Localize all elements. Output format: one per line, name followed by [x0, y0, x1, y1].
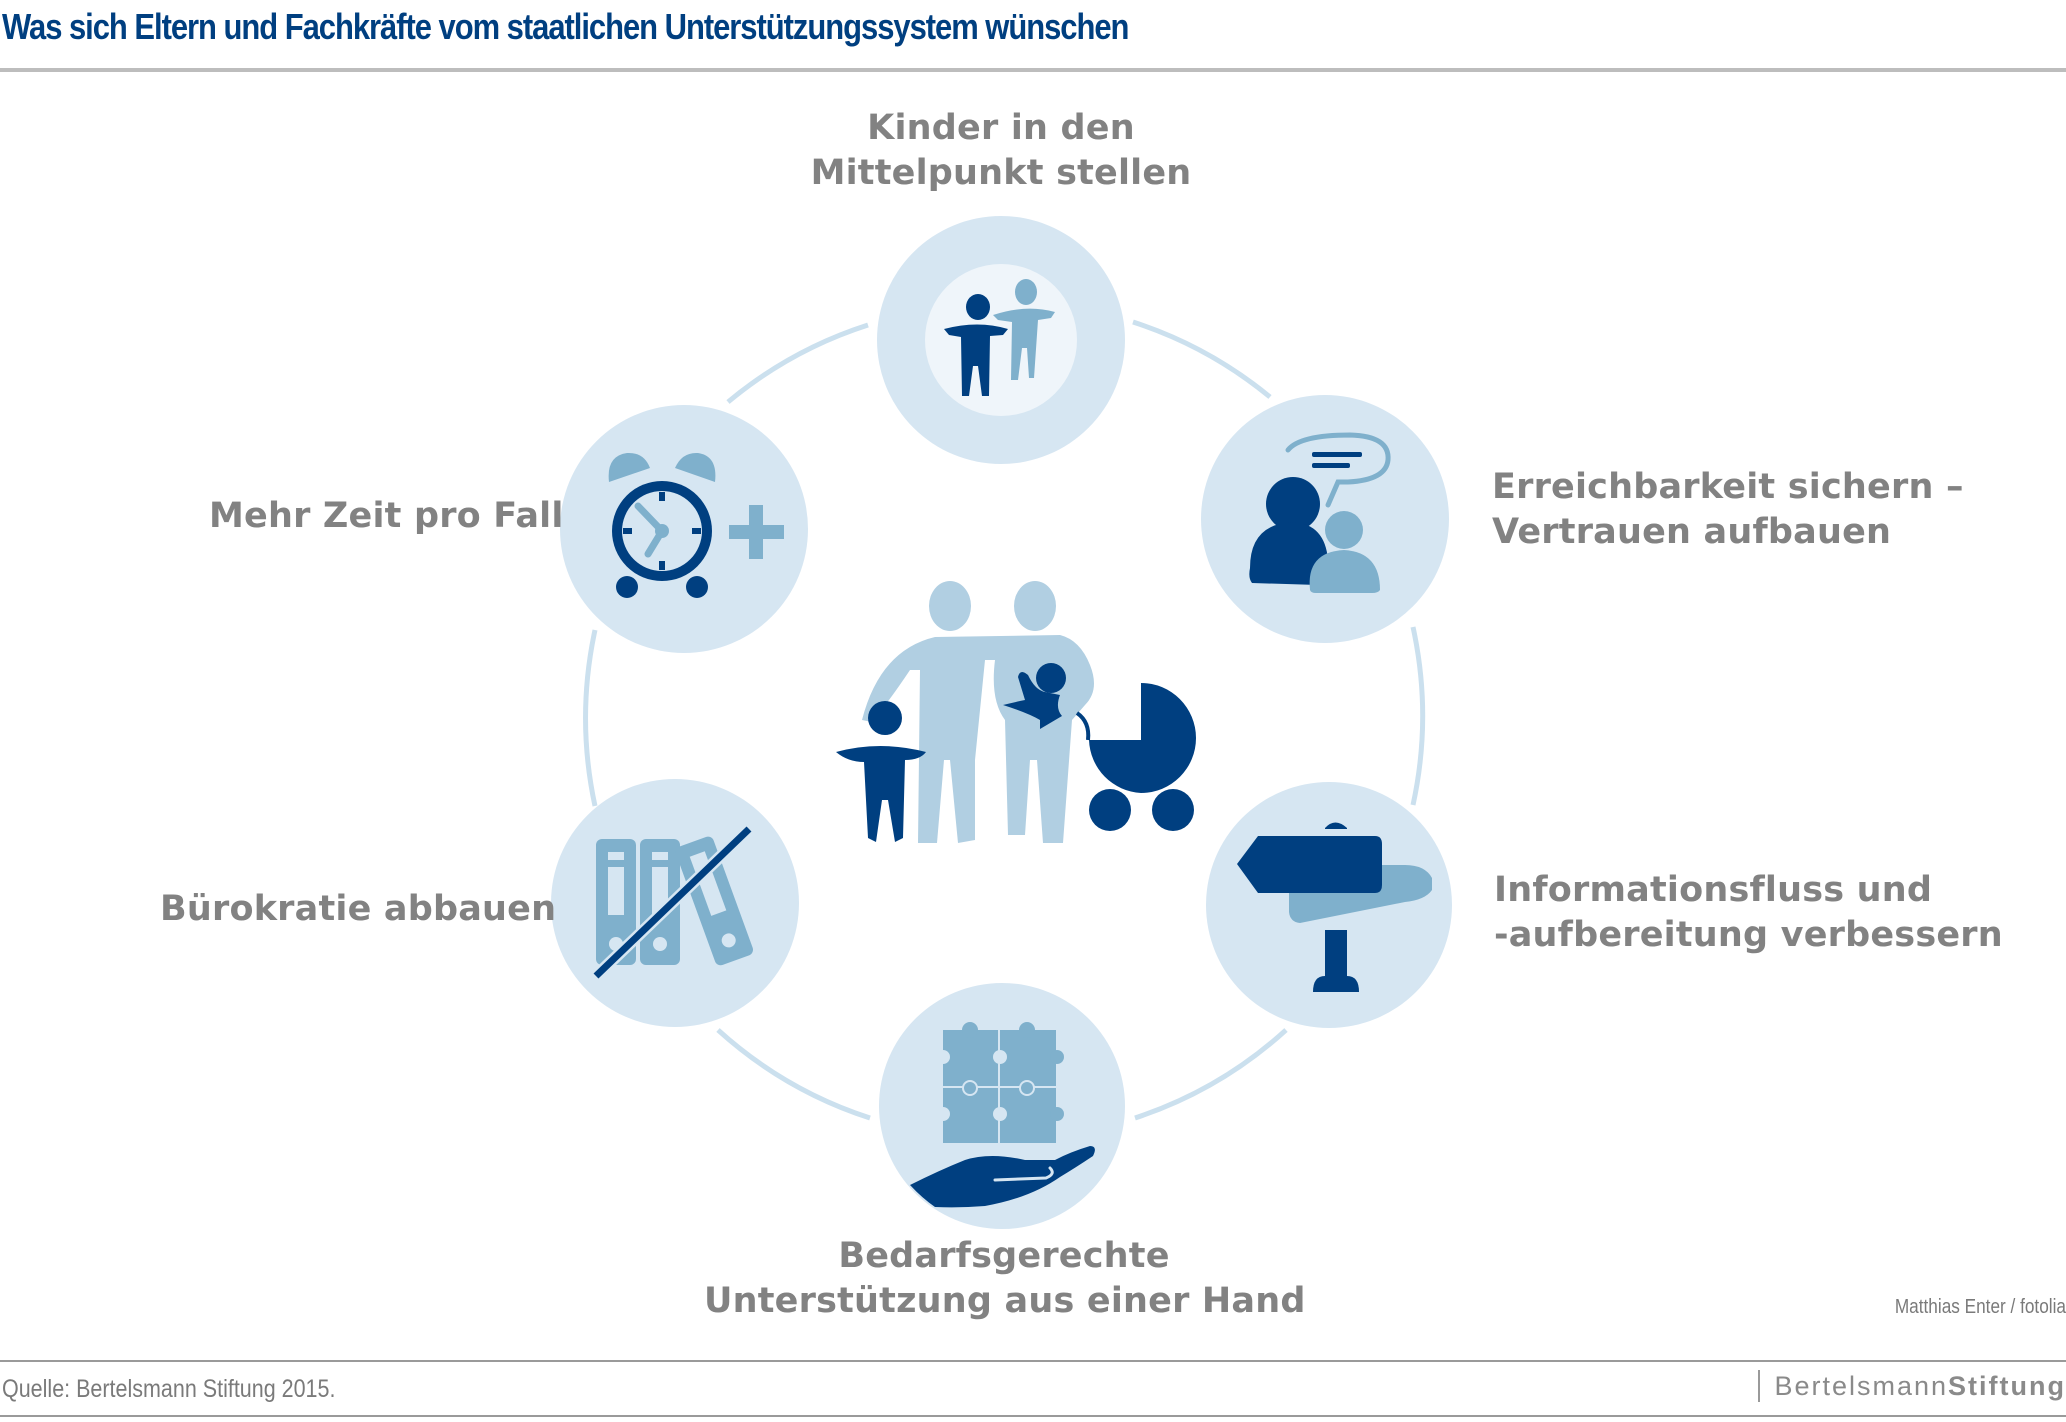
logo-bold-text: Stiftung — [1948, 1370, 2066, 1401]
family-with-stroller-icon — [836, 581, 1196, 843]
photo-credit: Matthias Enter / fotolia — [1894, 1296, 2066, 1318]
label-zeit: Mehr Zeit pro Fall — [209, 496, 564, 536]
logo-divider — [1758, 1370, 1761, 1402]
label-erreichbarkeit: Erreichbarkeit sichern – Vertrauen aufba… — [1492, 467, 1964, 552]
crossed-out-binders-icon — [591, 824, 754, 981]
bertelsmann-logo: Bertelsmann Stiftung — [1758, 1370, 2066, 1402]
conversation-people-icon — [1249, 432, 1391, 593]
node-kinder — [877, 216, 1125, 464]
alarm-clock-plus-icon — [608, 452, 784, 598]
node-buerokratie — [551, 779, 799, 1027]
page-title: Was sich Eltern und Fachkräfte vom staat… — [2, 6, 1129, 47]
hand-icon — [910, 1146, 1095, 1208]
puzzle-in-hand-icon — [936, 1022, 1064, 1143]
signpost-icon — [1237, 822, 1432, 992]
source-note: Quelle: Bertelsmann Stiftung 2015. — [2, 1375, 336, 1403]
footer-divider-bottom — [0, 1415, 2066, 1417]
children-icon — [944, 279, 1055, 396]
label-unterstuetzung: Bedarfsgerechte Unterstützung aus einer … — [704, 1236, 1306, 1321]
node-unterstuetzung — [879, 983, 1125, 1229]
node-erreichbarkeit — [1201, 395, 1449, 643]
node-information — [1206, 782, 1452, 1028]
footer-divider-top — [0, 1360, 2066, 1362]
label-information: Informationsfluss und -aufbereitung verb… — [1494, 870, 2003, 955]
label-buerokratie: Bürokratie abbauen — [160, 889, 557, 929]
node-zeit — [560, 405, 808, 653]
label-kinder: Kinder in den Mittelpunkt stellen — [810, 108, 1192, 193]
connector-ring — [583, 319, 1426, 1121]
logo-regular-text: Bertelsmann — [1774, 1370, 1949, 1401]
header-divider — [0, 68, 2066, 72]
